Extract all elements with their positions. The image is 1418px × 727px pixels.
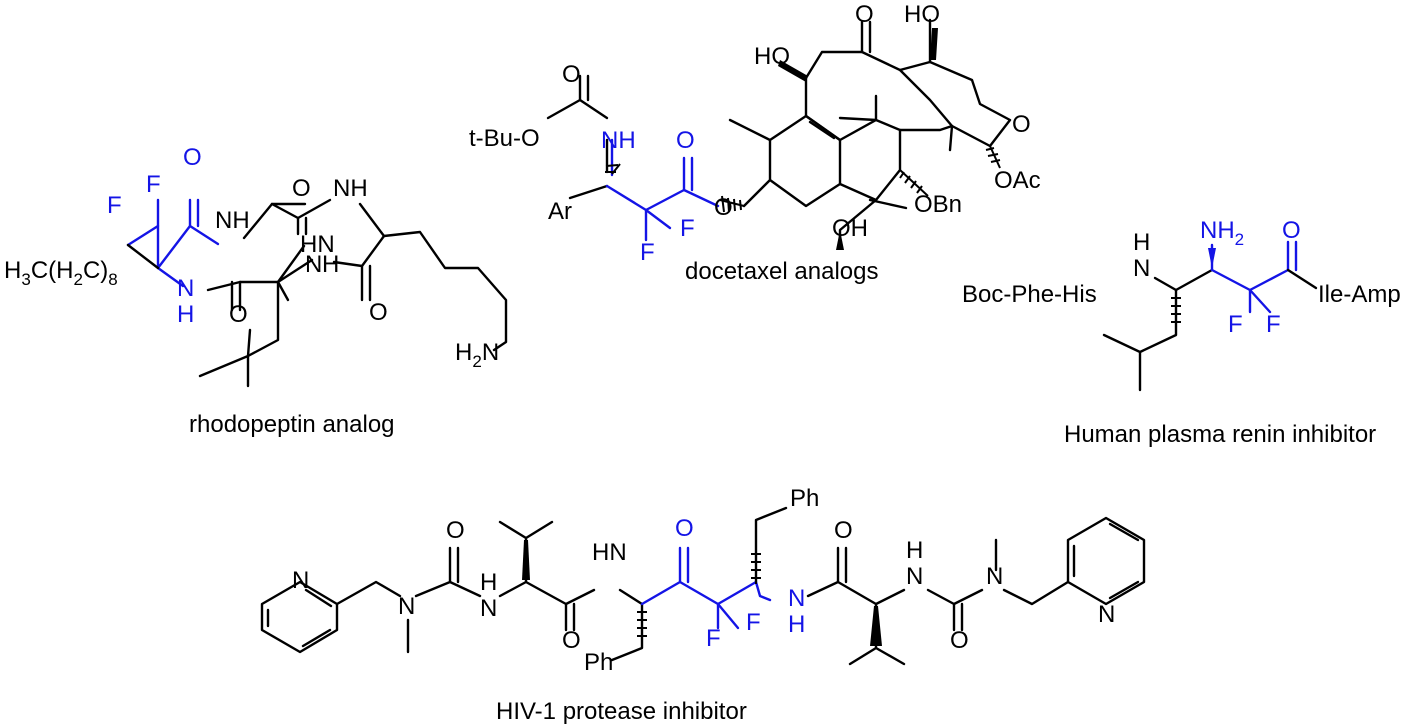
rhodopeptin-NH-left: NH — [215, 207, 250, 234]
hiv-O2: O — [562, 627, 581, 654]
hiv-F1: F — [706, 625, 721, 652]
docetaxel-O-ester: O — [676, 127, 695, 154]
rhodopeptin-alkyl-chain: H3C(H2C)8 — [4, 257, 118, 289]
hiv-N-methyl-right: N — [986, 563, 1003, 590]
docetaxel-NH: NH — [601, 127, 636, 154]
rhodopeptin-caption: rhodopeptin analog — [189, 411, 395, 438]
renin-ile-amp: Ile-Amp — [1318, 281, 1401, 308]
hiv-HN3-N: N — [788, 585, 805, 612]
hiv-Ph-bottom: Ph — [584, 649, 613, 676]
rhodopeptin-O-bot1: O — [229, 301, 248, 328]
rhodopeptin-H-ring: H — [177, 301, 194, 328]
hiv-F2: F — [746, 609, 761, 636]
docetaxel-caption: docetaxel analogs — [685, 258, 878, 285]
hiv-caption: HIV-1 protease inhibitor — [496, 698, 747, 725]
renin-inhibitor-structure: Boc-Phe-His H N NH2 O Ile-Amp F F Human … — [962, 217, 1401, 448]
docetaxel-OH: OH — [832, 215, 868, 242]
docetaxel-OAc: OAc — [994, 167, 1041, 194]
docetaxel-O-keto: O — [855, 1, 874, 28]
hiv-protease-inhibitor-structure: N N O H N O HN O F F Ph Ph N H O H N O N… — [260, 485, 1146, 725]
rhodopeptin-F2: F — [107, 192, 122, 219]
hiv-HN2: HN — [592, 539, 627, 566]
rhodopeptin-NH-right-N: N — [305, 251, 322, 278]
hiv-N-pyridine-right: N — [1098, 601, 1115, 628]
hiv-HN4-H: H — [906, 537, 923, 564]
hiv-N-pyridine-left: N — [292, 567, 309, 594]
renin-boc-phe-his: Boc-Phe-His — [962, 281, 1097, 308]
renin-NH2: NH2 — [1200, 217, 1244, 249]
docetaxel-F2: F — [640, 239, 655, 266]
hiv-N-methyl-left: N — [398, 593, 415, 620]
hiv-O-keto: O — [675, 515, 694, 542]
rhodopeptin-N-ring: N — [177, 275, 194, 302]
rhodopeptin-NH-right-H: H — [322, 251, 339, 278]
renin-F1: F — [1228, 311, 1243, 338]
hiv-O3: O — [834, 517, 853, 544]
rhodopeptin-analog-structure: O F F NH O NH HN N H N H O O H2N H3C(H2C… — [4, 144, 508, 438]
rhodopeptin-O-top: O — [183, 144, 202, 171]
hiv-HN4-N: N — [906, 563, 923, 590]
hiv-Ph-top: Ph — [790, 485, 819, 512]
docetaxel-F1: F — [680, 215, 695, 242]
docetaxel-HO-top: HO — [754, 43, 790, 70]
renin-NH-H: H — [1133, 229, 1150, 256]
docetaxel-O-epoxide: O — [1012, 111, 1031, 138]
docetaxel-O-link: O — [714, 194, 733, 221]
rhodopeptin-NH-top: NH — [333, 175, 368, 202]
docetaxel-Ar: Ar — [548, 198, 572, 225]
renin-O: O — [1282, 217, 1301, 244]
rhodopeptin-O-gly: O — [292, 175, 311, 202]
renin-caption: Human plasma renin inhibitor — [1064, 421, 1376, 448]
hiv-O4: O — [950, 627, 969, 654]
hiv-HN1-N: N — [480, 595, 497, 622]
hiv-HN1-H: H — [480, 569, 497, 596]
hiv-HN3-H: H — [788, 611, 805, 638]
renin-F2: F — [1266, 311, 1281, 338]
rhodopeptin-H2N: H2N — [455, 339, 499, 371]
hiv-O1: O — [446, 517, 465, 544]
docetaxel-OBn: OBn — [914, 191, 962, 218]
docetaxel-O-carb: O — [562, 61, 581, 88]
docetaxel-HO-right: HO — [904, 1, 940, 28]
rhodopeptin-F1: F — [146, 171, 161, 198]
rhodopeptin-HN-mid: HN — [300, 231, 335, 258]
renin-NH-N: N — [1133, 255, 1150, 282]
rhodopeptin-O-bot2: O — [369, 299, 388, 326]
docetaxel-tBuO: t-Bu-O — [469, 125, 540, 152]
docetaxel-analogs-structure: t-Bu-O O NH Ar O O F F HO O HO O OAc OBn… — [469, 1, 1041, 285]
